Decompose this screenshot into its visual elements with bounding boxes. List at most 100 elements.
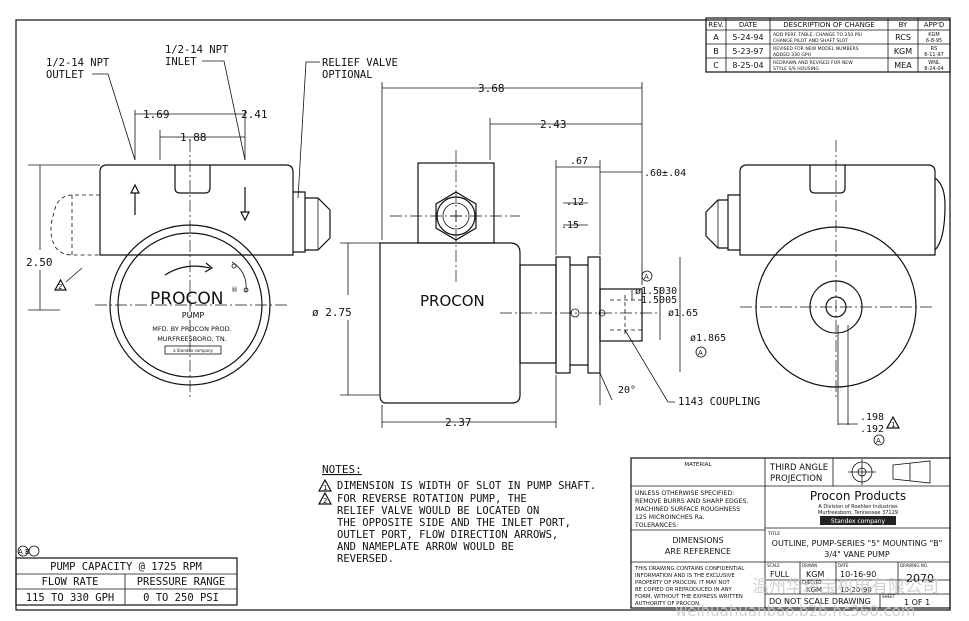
- perf-rev-symbols: A B: [18, 548, 30, 556]
- tb-conf-2: INFORMATION AND IS THE EXCLUSIVE: [635, 573, 735, 579]
- tb-company: Procon Products: [810, 489, 906, 503]
- rev-row-b-desc1: REVISED FOR NEW MODEL NUMBERS: [773, 46, 859, 52]
- perf-header-pressure: PRESSURE RANGE: [137, 576, 226, 588]
- note-2-bullet-icon: [317, 491, 333, 505]
- tb-title-1: OUTLINE, PUMP-SERIES "5" MOUNTING "B": [772, 539, 943, 548]
- tb-sheet-value: 1 OF 1: [904, 598, 930, 607]
- dim-20-deg: 20°: [618, 385, 636, 396]
- note-2-triangle-icon: [53, 278, 68, 291]
- datum-a-label-2: A: [698, 349, 703, 357]
- callout-outlet-size: 1/2-14 NPT: [46, 57, 110, 69]
- rev-row-c-rev: C: [713, 61, 719, 70]
- rev-row-b-app2: 6-11-97: [924, 52, 944, 58]
- note-2-line-2: RELIEF VALVE WOULD BE LOCATED ON: [337, 505, 539, 517]
- rotation-arrow-icon: [164, 265, 211, 276]
- rev-header-rev: REV.: [708, 21, 723, 29]
- note-2-triangle-num: 2: [58, 283, 62, 291]
- tb-projection-1: THIRD ANGLE: [769, 463, 828, 473]
- tb-spec-5: TOLERANCES:: [634, 522, 678, 529]
- dim-0-12: .12: [566, 197, 584, 208]
- note-2-line-4: OUTLET PORT, FLOW DIRECTION ARROWS,: [337, 529, 558, 541]
- tb-conf-5: FORM, WITHOUT THE EXPRESS WRITTEN: [635, 594, 743, 600]
- perf-value-flow: 115 TO 330 GPH: [26, 592, 115, 604]
- datum-a-label-3: A: [876, 437, 881, 445]
- dim-1-88: 1.88: [180, 131, 207, 144]
- rev-row-a-desc2: CHANGE PILOT AND SHAFT SLOT: [773, 38, 848, 44]
- rev-row-c-by: MEA: [894, 61, 912, 70]
- note-1-bullet-icon: [317, 478, 333, 492]
- dim-dia-1-5030: ø1.5030: [635, 286, 677, 297]
- sheet-border: [15, 19, 951, 611]
- callout-coupling: 1143 COUPLING: [678, 396, 760, 408]
- tb-division-1: A Division of Roehlen Industries: [818, 504, 898, 510]
- tb-standex-logo: [820, 516, 896, 525]
- dim-2-37: 2.37: [445, 416, 472, 429]
- note-2-line-1: FOR REVERSE ROTATION PUMP, THE: [337, 493, 527, 505]
- dim-0-198: .198: [860, 412, 884, 423]
- tb-title-label: TITLE: [767, 531, 780, 537]
- callout-inlet-label: INLET: [165, 56, 197, 68]
- tb-sheet-label: SHEET: [882, 594, 896, 599]
- tb-date-label: DATE: [838, 563, 849, 568]
- rev-row-b-date: 5-23-97: [732, 47, 763, 56]
- revision-table: REV. DATE DESCRIPTION OF CHANGE BY APP'D…: [705, 17, 951, 73]
- tb-title-2: 3/4" VANE PUMP: [824, 550, 890, 559]
- note-2-line-3: THE OPPOSITE SIDE AND THE INLET PORT,: [337, 517, 571, 529]
- inlet-flow-arrow-icon: [240, 187, 250, 222]
- dim-1-5005: 1.5005: [641, 295, 677, 306]
- note-2-line-6: REVERSED.: [337, 553, 394, 565]
- rev-row-b-desc2: ADDED 330 GPH: [773, 52, 811, 58]
- dim-3-68: 3.68: [478, 82, 505, 95]
- tb-drawn-label: DRAWN: [802, 563, 817, 568]
- notes-title: NOTES:: [322, 463, 362, 476]
- tb-conf-6: AUTHORITY OF PROCON.: [635, 601, 701, 607]
- tb-dwgno-label: DRAWING NO.: [900, 563, 928, 568]
- dim-0-192: .192: [860, 424, 884, 435]
- note-2-bullet-num: 2: [323, 497, 327, 505]
- performance-table: A B PUMP CAPACITY @ 1725 RPM FLOW RATE P…: [15, 545, 238, 606]
- callout-outlet-label: OUTLET: [46, 69, 85, 81]
- notes-block: NOTES: 1 DIMENSION IS WIDTH OF SLOT IN P…: [317, 463, 596, 565]
- tb-standex-text: Standex company: [831, 518, 886, 525]
- rev-row-a-desc1: ADD PERF. TABLE, CHANGE TO 250 PSI: [773, 32, 862, 38]
- third-angle-projection-icon: [848, 459, 931, 485]
- rev-row-c-desc2: STYLE S/S HOUSING: [773, 66, 819, 72]
- tb-dims-2: ARE REFERENCE: [665, 547, 731, 556]
- rev-row-a-app2: 6-8-95: [926, 38, 942, 44]
- dim-2-41: 2.41: [241, 108, 268, 121]
- tb-spec-4: 125 MICROINCHES Ra.: [635, 514, 705, 521]
- rev-row-a-rev: A: [713, 33, 719, 42]
- note-1-bullet-num: 1: [323, 484, 327, 492]
- rev-row-b-rev: B: [713, 47, 719, 56]
- tb-spec-3: MACHINED SURFACE ROUGHNESS: [635, 506, 740, 513]
- rev-header-by: BY: [899, 21, 908, 29]
- tb-dwgno-value: 2070: [906, 572, 934, 585]
- tb-dims-1: DIMENSIONS: [672, 536, 723, 545]
- datum-a-label: A: [644, 273, 649, 281]
- tb-material-label: MATERIAL: [684, 462, 712, 468]
- tb-conf-4: BE COPIED OR REPRODUCED IN ANY: [635, 587, 733, 593]
- datum-a-icon: [641, 270, 653, 282]
- dim-dia-1-865: ø1.865: [690, 333, 726, 344]
- perf-header-flow: FLOW RATE: [42, 576, 99, 588]
- dim-2-43: 2.43: [540, 118, 567, 131]
- side-view-brand: PROCON: [420, 292, 485, 310]
- rev-row-c-desc1: REDRAWN AND REVISED FOR NEW: [773, 60, 853, 66]
- rev-header-date: DATE: [739, 21, 757, 29]
- dim-0-67: .67: [570, 156, 588, 167]
- dim-0-60: .60±.04: [644, 168, 686, 179]
- tb-drawn-value: KGM: [806, 570, 824, 579]
- rev-row-b-app1: RS: [931, 46, 938, 52]
- note-1-text: DIMENSION IS WIDTH OF SLOT IN PUMP SHAFT…: [337, 480, 596, 492]
- tb-division-2: Murfreesboro, Tennessee 37129: [818, 510, 898, 516]
- dim-2-50: 2.50: [26, 256, 53, 269]
- nameplate-brand: PROCON: [150, 289, 223, 309]
- rev-header-appd: APP'D: [924, 21, 945, 29]
- note-1-triangle-num: 1: [891, 421, 895, 429]
- nameplate-mfd: MFD. BY PROCON PROD.: [152, 325, 231, 333]
- watermark-url: weihuahuanbao.b2b.hc360.com: [675, 602, 916, 620]
- dim-dia-2-75: ø 2.75: [312, 306, 352, 319]
- tb-checked-date: 10-20-90: [840, 586, 872, 594]
- tb-noscale: DO NOT SCALE DRAWING: [769, 597, 871, 606]
